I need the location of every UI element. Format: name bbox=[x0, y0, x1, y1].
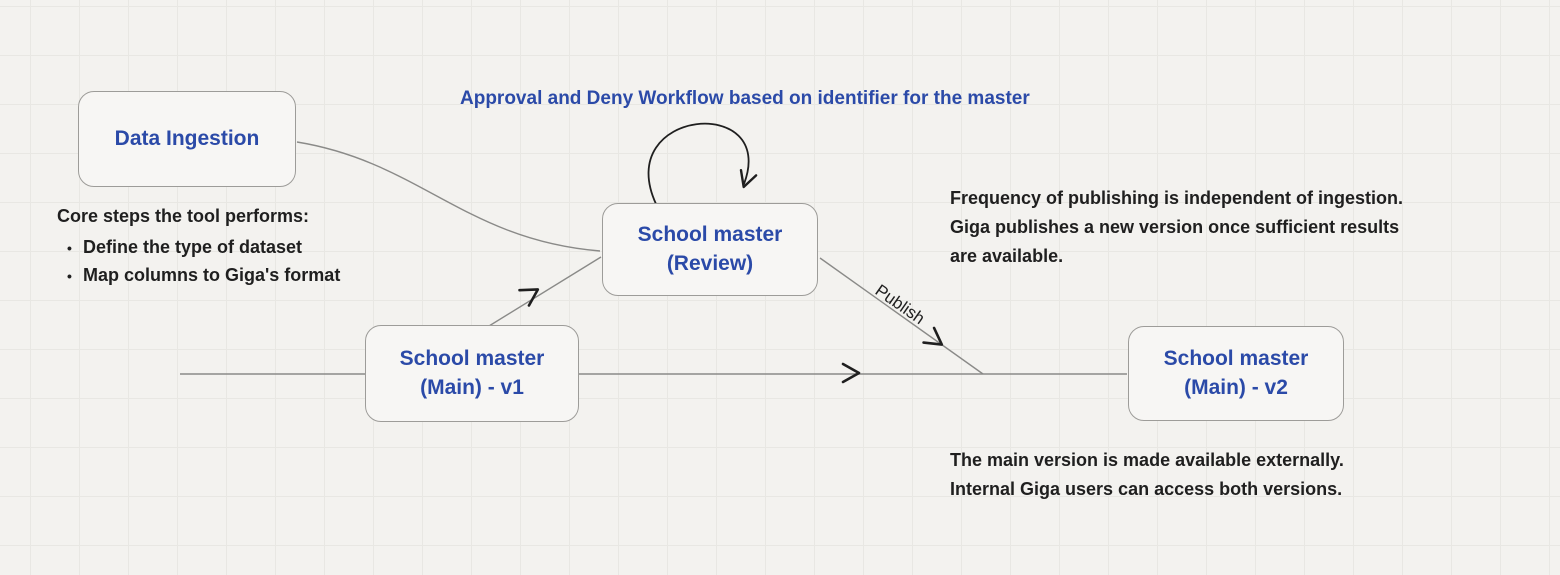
ingestion-to-review-connector bbox=[296, 141, 601, 252]
arrowhead-v1-review-icon bbox=[518, 288, 540, 307]
v1-to-review-connector bbox=[475, 256, 602, 335]
node-data-ingestion[interactable]: Data Ingestion bbox=[78, 91, 296, 187]
publishing-note-line-1: Frequency of publishing is independent o… bbox=[950, 188, 1404, 208]
availability-note-line-2: Internal Giga users can access both vers… bbox=[950, 479, 1343, 499]
node-school-master-main-v2[interactable]: School master (Main) - v2 bbox=[1128, 326, 1344, 421]
arrowhead-publish-icon bbox=[922, 326, 944, 346]
review-self-loop bbox=[647, 122, 750, 205]
arrowhead-self-loop-icon bbox=[739, 168, 758, 189]
publish-edge-label: Publish bbox=[872, 281, 929, 329]
review-publish-connector bbox=[819, 257, 984, 375]
publishing-note-line-3: are available. bbox=[950, 246, 1064, 266]
arrowhead-main-flow-icon bbox=[841, 362, 861, 384]
node-school-master-review[interactable]: School master (Review) bbox=[602, 203, 818, 296]
node-main-v2-label-line2: (Main) - v2 bbox=[1184, 375, 1288, 399]
core-steps-bullet-1: Define the type of dataset bbox=[67, 233, 340, 262]
core-steps-heading: Core steps the tool performs: bbox=[57, 206, 310, 226]
node-review-label-line2: (Review) bbox=[666, 251, 754, 275]
core-steps-note: Core steps the tool performs: Define the… bbox=[57, 202, 340, 290]
availability-note-line-1: The main version is made available exter… bbox=[950, 450, 1344, 470]
node-main-v1-label-line1: School master bbox=[399, 347, 545, 371]
node-main-v1-label-line2: (Main) - v1 bbox=[420, 375, 524, 399]
availability-note: The main version is made available exter… bbox=[950, 446, 1344, 504]
node-school-master-main-v1[interactable]: School master (Main) - v1 bbox=[365, 325, 579, 422]
diagram-title: Approval and Deny Workflow based on iden… bbox=[460, 88, 1030, 109]
core-steps-bullet-2: Map columns to Giga's format bbox=[67, 261, 340, 290]
publishing-note: Frequency of publishing is independent o… bbox=[950, 184, 1403, 271]
core-steps-list: Define the type of dataset Map columns t… bbox=[57, 233, 340, 290]
publishing-note-line-2: Giga publishes a new version once suffic… bbox=[950, 217, 1400, 237]
node-main-v2-label-line1: School master bbox=[1163, 347, 1309, 371]
node-data-ingestion-label: Data Ingestion bbox=[114, 126, 260, 150]
node-review-label-line1: School master bbox=[637, 223, 783, 247]
